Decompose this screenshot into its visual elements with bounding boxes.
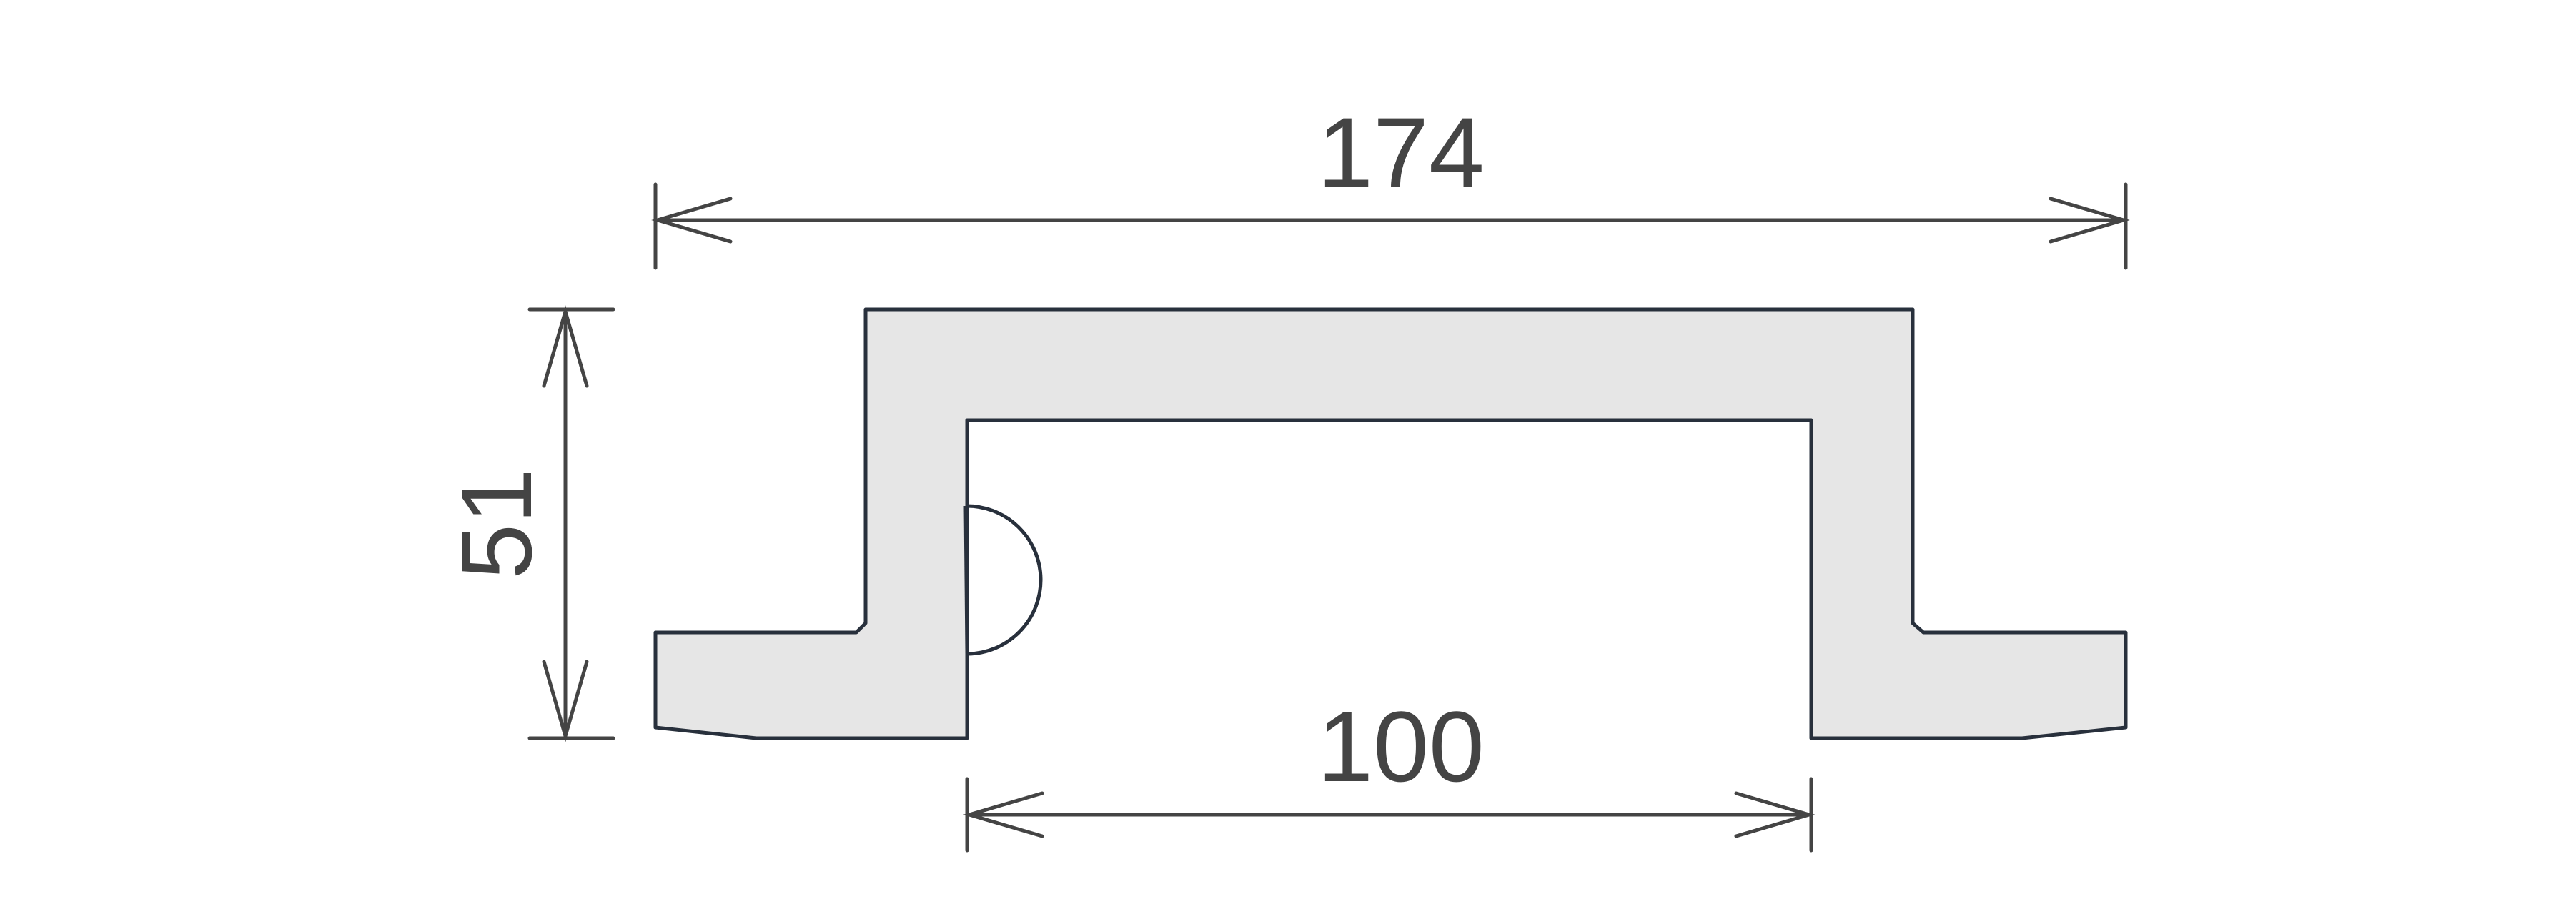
arrowhead-left	[963, 791, 1044, 838]
height-label: 51	[440, 468, 553, 580]
arrowhead-bottom	[542, 660, 589, 743]
angle-arc	[965, 504, 1043, 656]
arrowhead-left	[651, 197, 733, 244]
inner-width-label: 100	[1317, 690, 1485, 803]
angle-arc-chord	[963, 505, 969, 655]
arrowhead-right	[2049, 197, 2130, 244]
arrowhead-right	[1734, 791, 1815, 838]
arrowhead-top	[542, 304, 589, 388]
overall-width-dimension: 174	[651, 96, 2130, 270]
overall-width-label: 174	[1317, 96, 1485, 209]
inner-width-dimension: 100	[963, 690, 1815, 853]
profile-cross-section	[653, 307, 2128, 740]
height-dimension: 51	[440, 304, 615, 743]
